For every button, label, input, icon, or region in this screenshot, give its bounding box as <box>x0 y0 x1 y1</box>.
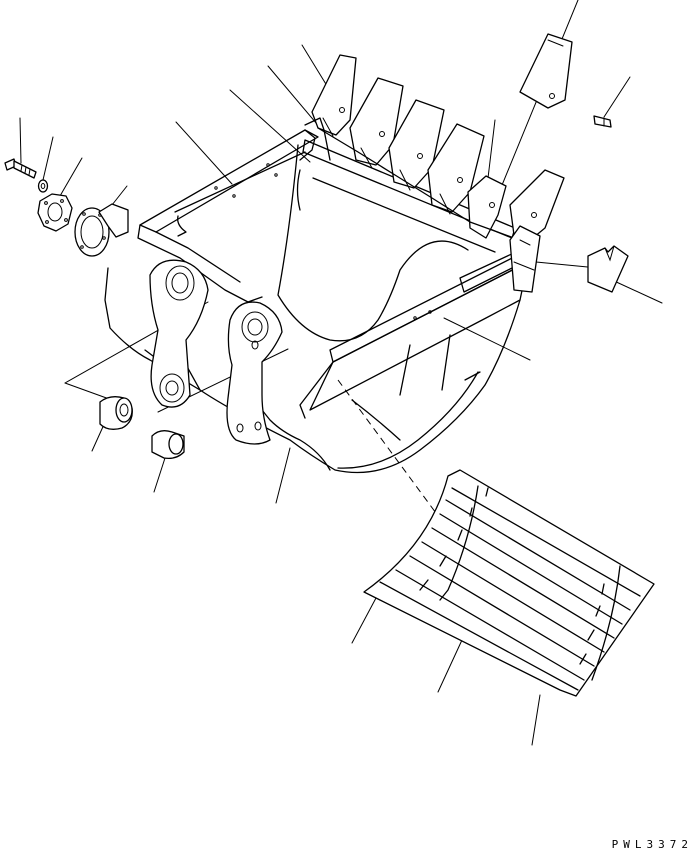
side-cutter <box>509 225 541 293</box>
wear-plate-grid <box>363 469 655 697</box>
bushing <box>151 430 185 460</box>
bushing <box>99 396 133 430</box>
leader-lines <box>19 0 663 746</box>
bolt <box>4 158 37 179</box>
tooth-pin <box>593 115 612 128</box>
bucket-body <box>104 129 529 474</box>
tooth <box>311 54 357 137</box>
boss <box>226 301 283 445</box>
side-plate <box>587 245 629 293</box>
teeth-row <box>304 54 565 243</box>
drawing-code: PWL3372 <box>611 838 693 851</box>
boss <box>149 259 209 408</box>
tooth <box>519 33 573 109</box>
tooth <box>467 175 507 239</box>
plate <box>37 193 73 232</box>
washer <box>37 179 49 193</box>
shim <box>74 203 129 257</box>
